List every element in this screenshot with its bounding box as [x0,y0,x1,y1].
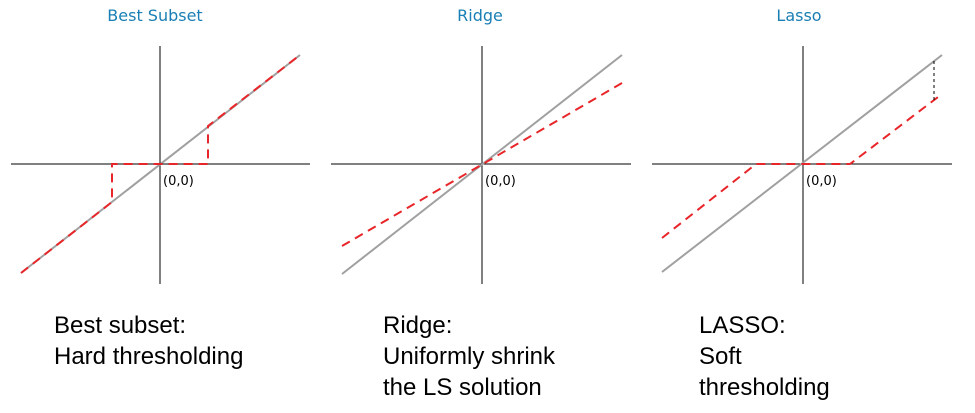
caption-line: LASSO: [699,312,786,339]
origin-label: (0,0) [806,174,837,189]
panel-title-lasso: Lasso [776,6,822,25]
ridge-shrink-line [341,82,623,247]
panel-ridge: (0,0) [331,46,631,284]
caption-ridge: Ridge: Uniformly shrink the LS solution [383,310,555,403]
caption-line: the LS solution [383,374,542,401]
soft-threshold-line [661,93,943,239]
threshold-plots: (0,0) (0,0) (0,0) [11,46,952,284]
caption-line: Soft [699,343,742,370]
caption-line: Uniformly shrink [383,343,556,370]
caption-lasso: LASSO: Soft thresholding [699,310,830,403]
caption-line: Best subset: [54,312,187,339]
origin-label: (0,0) [163,174,194,189]
panel-best-subset: (0,0) [11,46,310,284]
panel-title-best-subset: Best Subset [107,6,203,25]
caption-best-subset: Best subset: Hard thresholding [54,310,243,372]
hard-threshold-line [20,54,301,274]
panel-title-ridge: Ridge [457,6,503,25]
caption-line: Ridge: [383,312,453,339]
caption-line: thresholding [699,374,830,401]
identity-line [341,54,623,275]
panel-lasso: (0,0) [652,46,952,284]
origin-label: (0,0) [485,174,516,189]
caption-line: Hard thresholding [54,343,244,370]
